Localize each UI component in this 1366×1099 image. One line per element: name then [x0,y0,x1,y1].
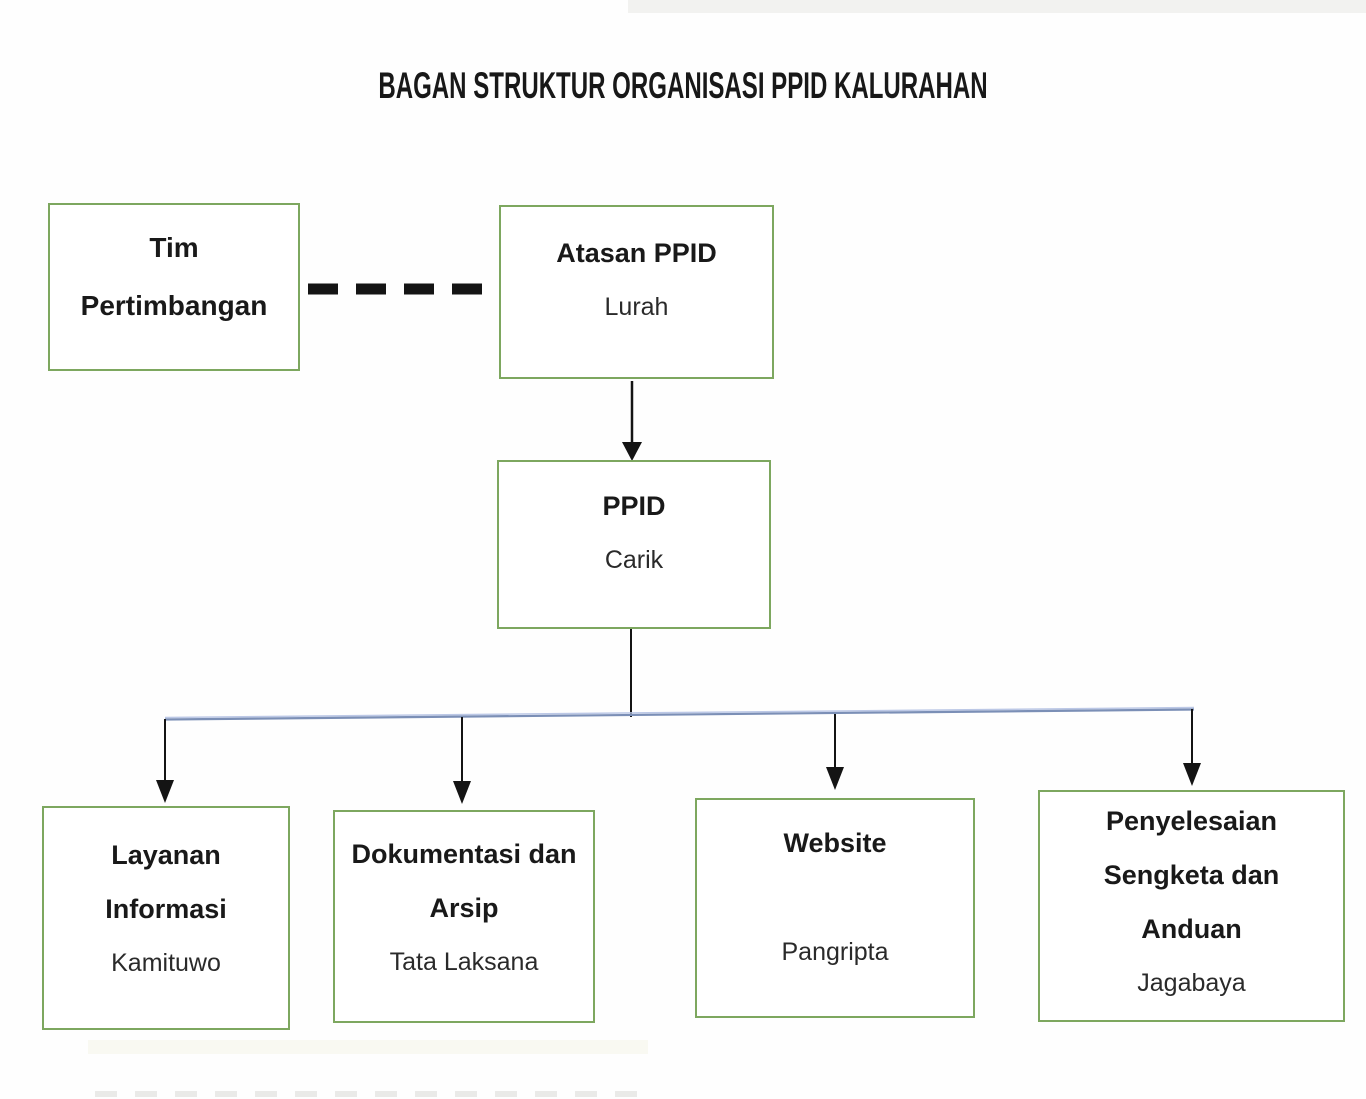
node-title-line: Tim [149,232,199,263]
node-atasan-ppid: Atasan PPID Lurah [499,205,774,379]
node-penyelesaian-sengketa: Penyelesaian Sengketa dan Anduan Jagabay… [1038,790,1345,1022]
node-role: Tata Laksana [389,948,539,976]
node-title-line: Arsip [429,893,499,923]
node-title-line: Informasi [105,894,227,924]
node-role: Kamituwo [111,949,221,977]
node-title-line: Anduan [1141,914,1242,944]
arrowhead-to-dokumentasi [453,781,471,804]
arrowhead-to-penyelesaian [1183,763,1201,786]
node-role: Jagabaya [1137,969,1246,997]
node-title-line: Penyelesaian [1105,806,1278,836]
node-role: Lurah [604,293,669,321]
node-title-line: Sengketa dan [1103,860,1280,890]
node-layanan-informasi: Layanan Informasi Kamituwo [42,806,290,1030]
node-title-line: Dokumentasi dan [351,839,577,869]
node-role: Pangripta [781,938,889,966]
node-role: Carik [604,546,664,574]
scan-artifact-bottom-marks [95,1091,645,1097]
node-dokumentasi-arsip: Dokumentasi dan Arsip Tata Laksana [333,810,595,1023]
node-title-line: Pertimbangan [80,290,268,321]
node-website: Website Pangripta [695,798,975,1018]
arrowhead-to-website [826,767,844,790]
arrowhead-atasan-to-ppid [622,442,642,461]
node-ppid: PPID Carik [497,460,771,629]
node-title-line: Layanan [111,840,221,870]
bus-line [164,708,1195,721]
node-title: PPID [602,491,666,521]
page-title: BAGAN STRUKTUR ORGANISASI PPID KALURAHAN [378,65,988,106]
node-tim-pertimbangan: Tim Pertimbangan [48,203,300,371]
node-title: Atasan PPID [556,238,717,268]
scan-artifact-top [628,0,1366,13]
node-title: Website [783,828,887,858]
bus-line-highlight [164,706,1195,719]
arrowhead-to-layanan [156,780,174,803]
scan-artifact-bottom [88,1040,648,1054]
